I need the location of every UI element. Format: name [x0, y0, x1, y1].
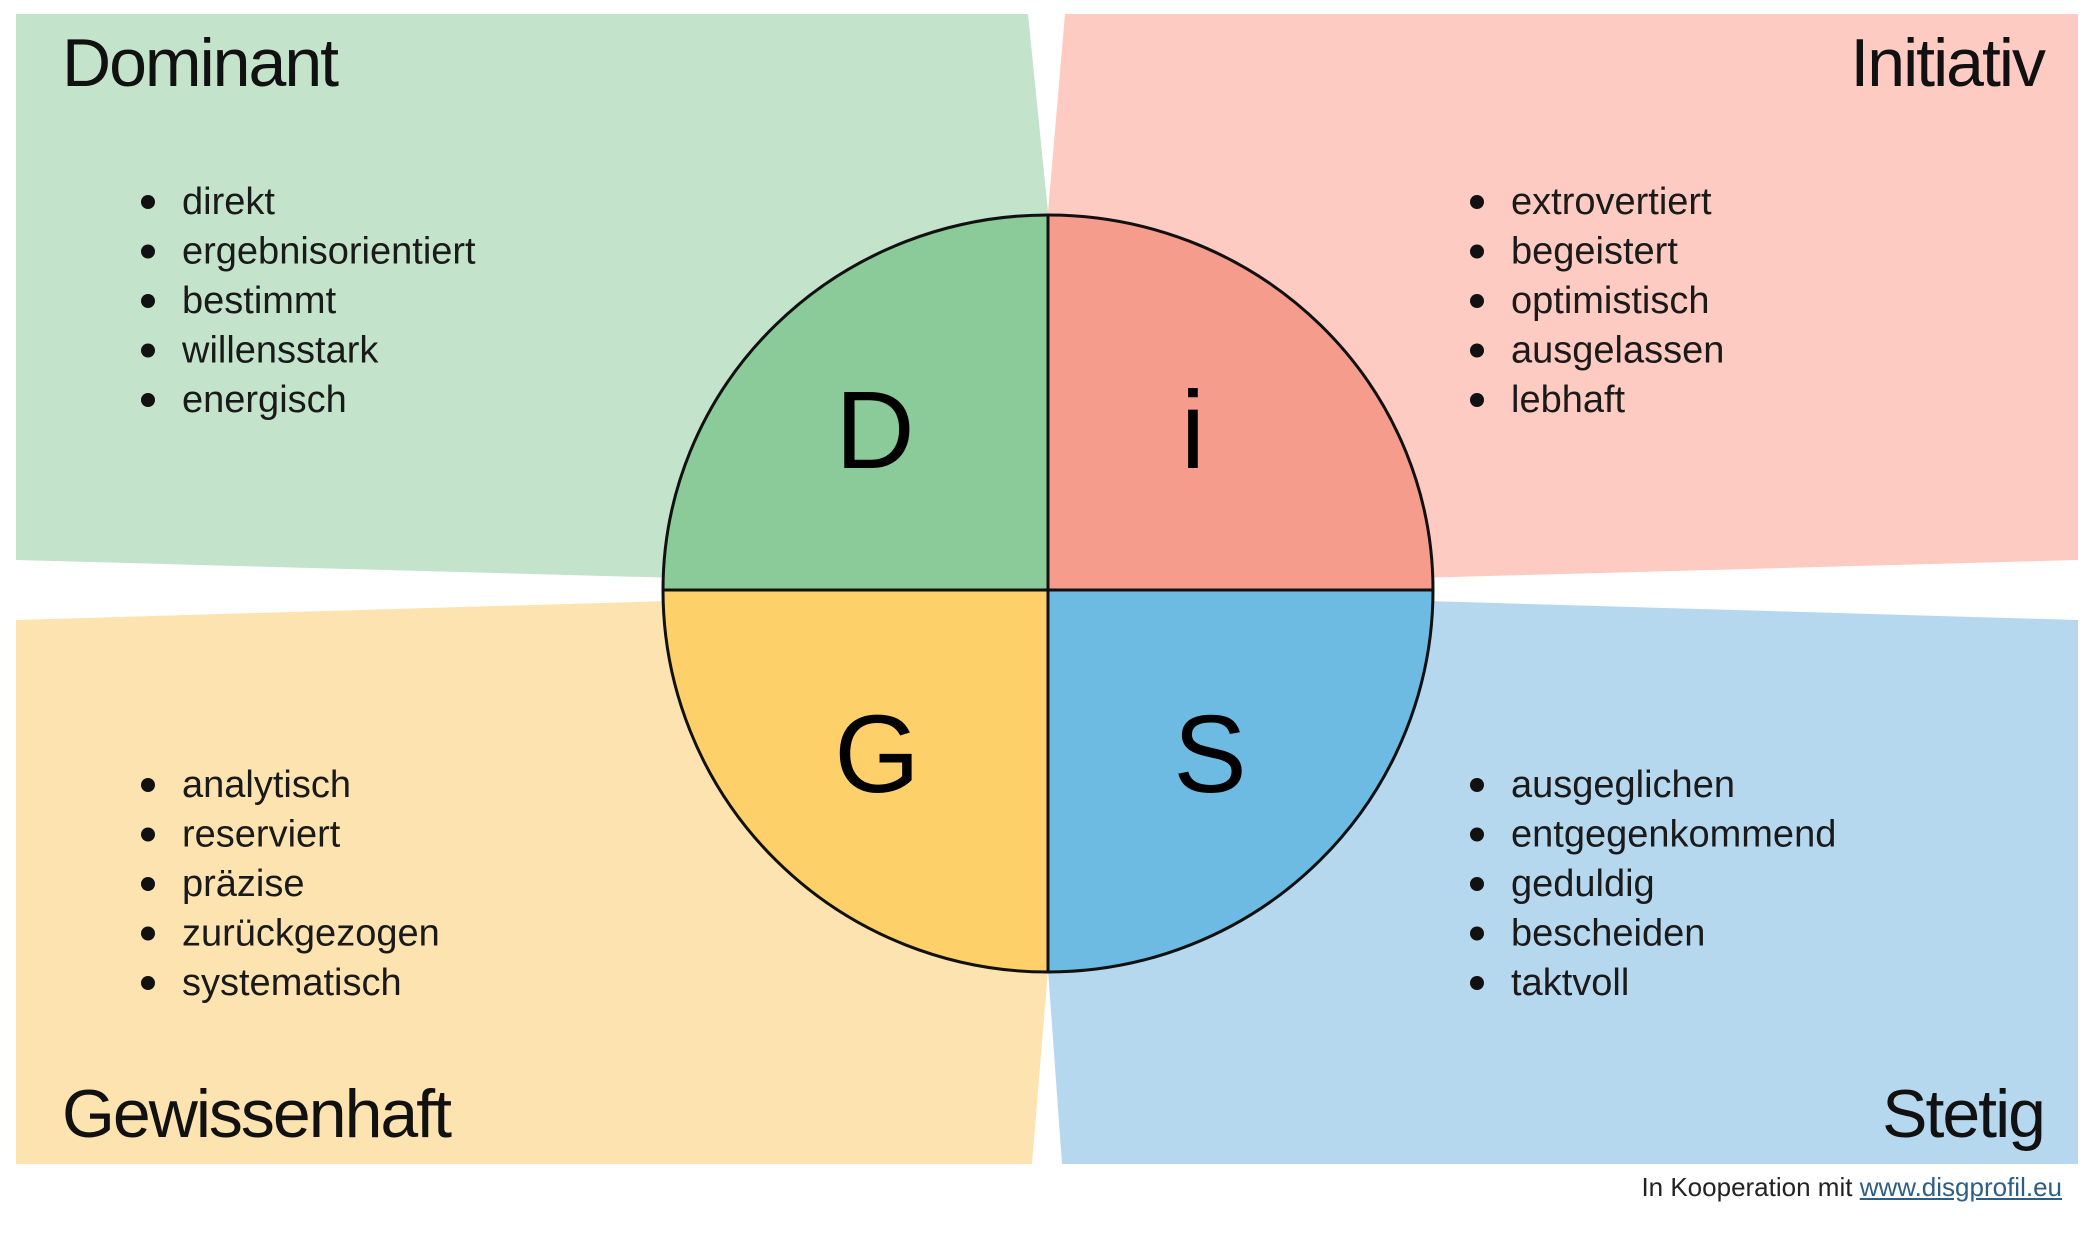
trait-item: begeistert	[1511, 231, 1678, 273]
circle-quadrant-i	[1048, 215, 1433, 590]
trait-bullet	[141, 877, 155, 891]
trait-item: geduldig	[1511, 863, 1655, 905]
trait-bullet	[141, 827, 155, 842]
trait-list-dominant: direkt ergebnisorientiert bestimmt willenss…	[141, 181, 476, 421]
trait-bullet	[1470, 827, 1484, 842]
trait-item: ausgeglichen	[1511, 764, 1735, 806]
trait-bullet	[141, 976, 155, 990]
trait-bullet	[141, 195, 155, 209]
title-initiativ: Initiativ	[1850, 25, 2046, 101]
trait-item: willensstark	[181, 330, 379, 372]
circle-quadrant-d	[663, 215, 1048, 590]
trait-list-stetig: ausgeglichen entgegenkommend geduldig besch…	[1470, 764, 1836, 1004]
footer-link[interactable]: www.disgprofil.eu	[1859, 1172, 2062, 1202]
trait-item: systematisch	[182, 962, 402, 1004]
trait-list-initiativ: extrovertiert begeistert optimistisch ausge…	[1470, 181, 1724, 421]
trait-bullet	[141, 244, 155, 259]
trait-bullet	[1470, 976, 1484, 990]
trait-bullet	[1470, 877, 1484, 891]
circle-quadrant-s	[1048, 590, 1433, 972]
trait-item: reserviert	[182, 814, 341, 856]
trait-bullet	[1470, 244, 1484, 259]
trait-bullet	[1470, 393, 1484, 407]
trait-bullet	[1470, 195, 1484, 209]
trait-item: optimistisch	[1511, 280, 1710, 322]
circle-quadrant-g	[663, 590, 1048, 972]
title-gewissenhaft: Gewissenhaft	[62, 1076, 452, 1152]
trait-item: ergebnisorientiert	[182, 231, 476, 273]
trait-item: direkt	[182, 181, 275, 223]
trait-item: ausgelassen	[1511, 330, 1724, 372]
trait-item: extrovertiert	[1511, 181, 1712, 223]
letter-g: G	[834, 693, 920, 816]
title-dominant: Dominant	[62, 25, 339, 101]
trait-item: lebhaft	[1511, 379, 1626, 421]
trait-item: bestimmt	[182, 280, 337, 322]
footer-credit: In Kooperation mit www.disgprofil.eu	[1641, 1172, 2062, 1203]
letter-s: S	[1173, 693, 1246, 816]
trait-bullet	[1470, 926, 1484, 941]
trait-item: präzise	[182, 863, 305, 905]
trait-item: taktvoll	[1511, 962, 1629, 1004]
trait-bullet	[1470, 294, 1484, 308]
trait-bullet	[141, 343, 155, 358]
trait-bullet	[141, 778, 155, 792]
trait-bullet	[141, 294, 155, 308]
trait-bullet	[1470, 778, 1484, 792]
trait-item: energisch	[182, 379, 347, 421]
trait-item: zurückgezogen	[182, 913, 440, 955]
trait-item: bescheiden	[1511, 913, 1705, 955]
trait-bullet	[1470, 343, 1484, 358]
letter-i: i	[1181, 369, 1205, 492]
title-stetig: Stetig	[1882, 1076, 2044, 1152]
letter-d: D	[835, 369, 914, 492]
trait-bullet	[141, 393, 155, 407]
trait-list-gewissenhaft: analytisch reserviert präzise zurückgezogen…	[141, 764, 440, 1004]
trait-bullet	[141, 926, 155, 941]
footer-text: In Kooperation mit	[1641, 1172, 1853, 1202]
trait-item: entgegenkommend	[1511, 814, 1836, 856]
trait-item: analytisch	[182, 764, 351, 806]
